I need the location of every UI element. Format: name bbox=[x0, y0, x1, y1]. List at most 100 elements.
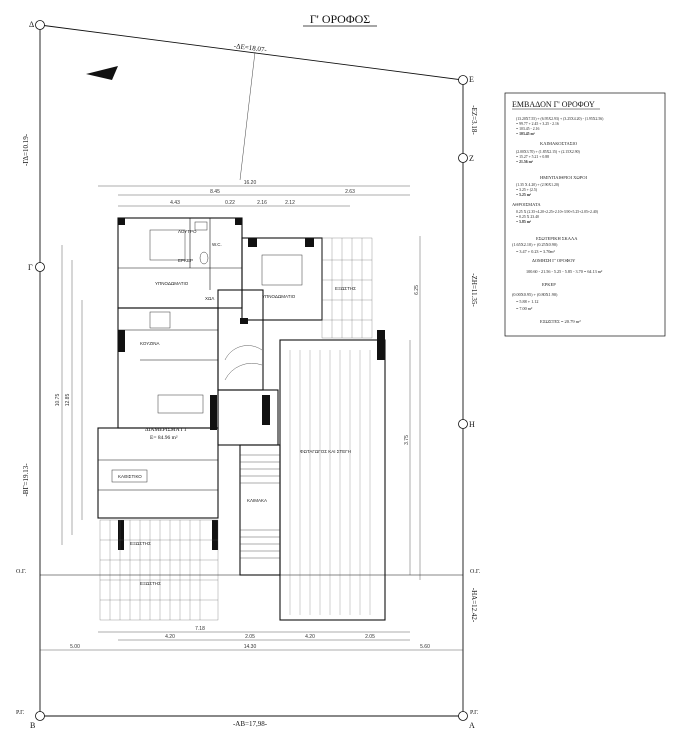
boundary-left-upper-label: -ΓΔ=10.19- bbox=[22, 133, 30, 166]
room-erker: ΕΡΚΕΡ bbox=[178, 258, 193, 263]
dim-bottom-a: 4.20 bbox=[165, 634, 175, 640]
panel-s2-line1: (2.00Χ3.70) + (1.85Χ2.15) + (2.15Χ2.90) bbox=[516, 150, 580, 154]
sink bbox=[194, 221, 208, 231]
dim-bottom-c: 4.20 bbox=[305, 634, 315, 640]
panel-s1-total: = 103.45 m² bbox=[516, 132, 536, 136]
dining-table bbox=[157, 394, 204, 414]
panel-s7-title: ΕΡΚΕΡ bbox=[542, 282, 556, 287]
dim-bottom-total: 14.30 bbox=[244, 644, 257, 650]
apartment-name: ΔΙΑΜΕΡΙΣΜΑ Γ1 bbox=[145, 427, 187, 433]
rg-label-right: Ρ.Γ. bbox=[470, 710, 479, 716]
dim-bottom-mid: 7.18 bbox=[195, 626, 205, 632]
roof-hatch bbox=[289, 350, 371, 615]
dim-left-b: 12.85 bbox=[65, 394, 71, 407]
balcony-grid bbox=[99, 237, 373, 621]
interior-walls bbox=[98, 218, 242, 491]
panel-s6-line: 100.60 - 21.56 - 5.25 - 5.85 - 3.70 = 64… bbox=[526, 269, 603, 274]
point-delta bbox=[35, 20, 45, 30]
panel-s4-total: = 5.85 m² bbox=[516, 220, 532, 224]
panel-calcs: (13.20Χ7.55) + (6.95Χ2.93) + (3.25Χ4.20)… bbox=[512, 117, 604, 324]
panel-s4-line1: 0.25 Χ (2.35+4.20+2.25+2.10+3.90+5.25+2.… bbox=[516, 210, 599, 214]
label-e: Ε bbox=[469, 75, 474, 84]
dim-row2-c: 2.16 bbox=[257, 200, 267, 206]
panel-s7-line2: = 5.88 + 1.12 bbox=[516, 299, 539, 304]
room-balcony3: ΕΞΩΣΤΗΣ bbox=[130, 541, 151, 546]
room-stair: ΚΛΙΜΑΚΑ bbox=[247, 498, 267, 503]
top-dimensions bbox=[98, 185, 410, 207]
panel-s5-title: ΕΣΩΤΕΡΙΚΗ ΣΚΑΛΑ bbox=[536, 236, 578, 241]
dim-bottom-left: 5.00 bbox=[70, 644, 80, 650]
label-h: Η bbox=[469, 420, 475, 429]
dim-top-b: 2.63 bbox=[345, 189, 355, 195]
room-balcony1: ΕΞΩΣΤΗΣ bbox=[140, 581, 161, 586]
rg-label-left: Ρ.Γ. bbox=[16, 710, 25, 716]
og-label-right: Ο.Γ. bbox=[470, 569, 481, 575]
toilet bbox=[199, 251, 209, 265]
boundary-right-lower-label: -ΗΑ=12.42- bbox=[470, 588, 478, 623]
boundary-bottom-label: -ΑΒ=17,98- bbox=[233, 720, 268, 728]
dim-right-b: 3.75 bbox=[404, 435, 410, 445]
apartment-area: Ε= 84.96 m² bbox=[150, 435, 178, 441]
setback-line bbox=[239, 51, 256, 181]
panel-s2-title: ΚΛΙΜΑΚΟΣΤΑΣΙΟ bbox=[540, 141, 578, 146]
dim-bottom-d: 2.05 bbox=[365, 634, 375, 640]
panel-s4-line2: = 0.25 Χ 23.40 bbox=[516, 215, 539, 219]
point-beta bbox=[35, 711, 45, 721]
bed-2 bbox=[261, 254, 303, 286]
room-bedroom1: ΥΠΝΟΔΩΜΑΤΙΟ bbox=[155, 281, 189, 286]
panel-s3-line1: (1.35 Χ 4.20) + (2.90Χ1.20) bbox=[516, 183, 560, 187]
room-wc: W.C. bbox=[212, 242, 222, 247]
left-dimensions bbox=[61, 245, 83, 545]
dim-row2-d: 2.12 bbox=[285, 200, 295, 206]
panel-s3-total: = 5.25 m² bbox=[516, 193, 532, 197]
dim-top-a: 8.45 bbox=[210, 189, 220, 195]
room-bath: ΛΟΥΤΡΟ bbox=[178, 229, 197, 234]
label-z: Ζ bbox=[469, 154, 474, 163]
panel-s4-title: ΑΘΡΟΙΣΜΑΤΑ bbox=[512, 202, 541, 207]
kitchen-stove bbox=[149, 311, 171, 329]
boundary-right-mid-label: -ΖΗ=11.35- bbox=[470, 273, 478, 307]
panel-title: ΕΜΒΑΔΟΝ Γ' ΟΡΟΦΟΥ bbox=[512, 100, 595, 109]
room-labels: ΥΠΝΟΔΩΜΑΤΙΟ ΥΠΝΟΔΩΜΑΤΙΟ W.C. ΛΟΥΤΡΟ ΧΩΛ … bbox=[118, 229, 356, 586]
panel-s7-line1: (0.00Χ0.95) + (0.80Χ1.90) bbox=[512, 292, 558, 297]
point-gamma bbox=[35, 262, 45, 272]
columns bbox=[118, 218, 385, 550]
furniture bbox=[111, 221, 303, 483]
bed-1 bbox=[149, 229, 186, 261]
room-bedroom2: ΥΠΝΟΔΩΜΑΤΙΟ bbox=[262, 294, 296, 299]
dim-row2-b: 0.22 bbox=[225, 200, 235, 206]
panel-s5-line2: = 3.47 + 0.23 = 3.70m² bbox=[516, 249, 556, 254]
plot-boundary bbox=[39, 24, 464, 717]
room-living: ΚΑΘΙΣΤΙΚΟ bbox=[118, 474, 142, 479]
room-roof: ΦΩΤΑΓΩΓΟΣ ΚΑΙ ΣΤΕΓΗ bbox=[300, 449, 351, 454]
dim-top-total: 16.20 bbox=[244, 180, 257, 186]
label-beta: Β bbox=[30, 721, 35, 730]
dim-left-a: 10.75 bbox=[55, 394, 61, 407]
panel-s3-title: ΗΜΙΥΠΑΙΘΡΙΟΙ ΧΩΡΟΙ bbox=[540, 175, 587, 180]
room-hall: ΧΩΛ bbox=[205, 296, 214, 301]
point-z bbox=[458, 153, 468, 163]
right-dimensions bbox=[409, 236, 421, 580]
area-panel bbox=[504, 92, 666, 337]
north-arrow-icon bbox=[86, 66, 118, 80]
dim-right-a: 6.25 bbox=[414, 285, 420, 295]
label-alpha: Α bbox=[469, 721, 475, 730]
og-label-left: Ο.Γ. bbox=[16, 569, 27, 575]
dim-bottom-b: 2.05 bbox=[245, 634, 255, 640]
panel-s1-line2: = 99.77 + 2.45 + 3.25 - 2.16 bbox=[516, 122, 559, 126]
panel-s6-title: ΔΟΜΗΣΗ Γ' ΟΡΟΦΟΥ bbox=[532, 258, 576, 263]
room-balcony2: ΕΞΩΣΤΗΣ bbox=[335, 286, 356, 291]
point-e bbox=[458, 75, 468, 85]
stair-treads bbox=[224, 345, 280, 559]
panel-s3-line2: = 3.25 + (2.5) bbox=[516, 188, 538, 192]
bottom-dimensions bbox=[40, 631, 463, 651]
boundary-right-upper-label: -ΕΖ=3.18- bbox=[470, 105, 478, 135]
point-alpha bbox=[458, 711, 468, 721]
room-kitchen: ΚΟΥΖΙΝΑ bbox=[140, 341, 159, 346]
point-h bbox=[458, 419, 468, 429]
dim-bottom-right: 5.60 bbox=[420, 644, 430, 650]
panel-s1-line1: (13.20Χ7.55) + (6.95Χ2.93) + (3.25Χ4.20)… bbox=[516, 117, 604, 121]
panel-s7-line3: = 7.00 m² bbox=[516, 306, 533, 311]
label-gamma: Γ bbox=[28, 263, 33, 272]
